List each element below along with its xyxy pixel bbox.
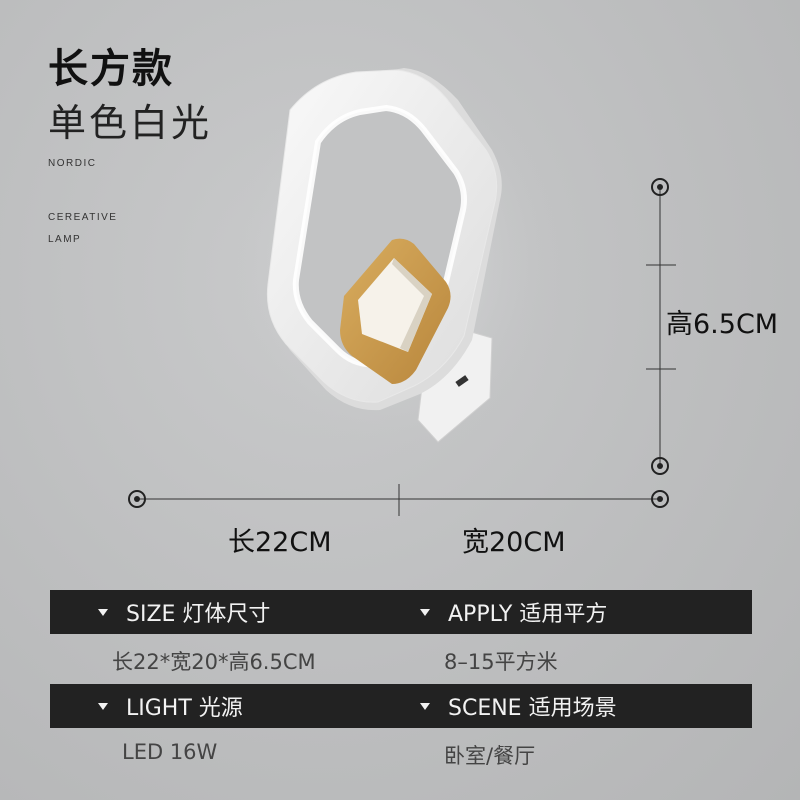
spec-light-text: LIGHT 光源 [126,696,243,721]
spec-size-label: SIZE 灯体尺寸 [98,590,270,634]
title-sub: 单色白光 [48,101,213,145]
triangle-down-icon [420,608,430,616]
mount-switch [455,375,469,387]
width-dimension-label: 宽20CM [462,527,566,558]
dim-endpoint-right [651,490,669,508]
dim-endpoint-top [651,178,669,196]
spec-scene-label: SCENE 适用场景 [420,684,617,728]
triangle-down-icon [98,702,108,710]
triangle-down-icon [98,608,108,616]
spec-size-text: SIZE 灯体尺寸 [126,602,271,627]
tag-cereative: CEREATIVE [48,212,118,223]
tag-lamp: LAMP [48,234,82,245]
spec-light-value: LED 16W [122,740,218,764]
length-dimension-label: 长22CM [228,527,332,558]
dim-endpoint-left [128,490,146,508]
spec-size-value: 长22*宽20*高6.5CM [112,650,316,674]
dim-endpoint-bottom [651,457,669,475]
height-dimension-label: 高6.5CM [666,309,779,340]
title-main: 长方款 [48,46,174,92]
wood-shadow [392,258,432,352]
spec-apply-value: 8–15平方米 [444,650,558,674]
spec-apply-text: APPLY 适用平方 [448,602,608,627]
tag-nordic: NORDIC [48,158,97,169]
spec-bar-bottom: LIGHT 光源 SCENE 适用场景 [50,684,752,728]
spec-apply-label: APPLY 适用平方 [420,590,607,634]
spec-bar-top: SIZE 灯体尺寸 APPLY 适用平方 [50,590,752,634]
spec-light-label: LIGHT 光源 [98,684,243,728]
spec-scene-text: SCENE 适用场景 [448,696,617,721]
triangle-down-icon [420,702,430,710]
spec-scene-value: 卧室/餐厅 [444,744,536,768]
